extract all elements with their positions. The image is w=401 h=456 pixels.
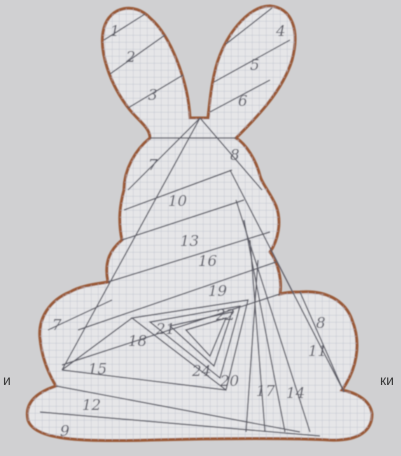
- svg-text:9: 9: [60, 422, 70, 440]
- svg-text:17: 17: [256, 382, 276, 400]
- svg-text:8: 8: [316, 314, 326, 332]
- svg-text:22: 22: [215, 306, 235, 324]
- svg-text:19: 19: [208, 282, 228, 300]
- svg-text:11: 11: [308, 342, 327, 360]
- svg-text:5: 5: [250, 56, 260, 74]
- caption-left: и: [3, 372, 11, 388]
- svg-text:15: 15: [88, 360, 107, 378]
- svg-text:24: 24: [191, 362, 211, 380]
- svg-text:16: 16: [198, 252, 218, 270]
- svg-text:6: 6: [238, 92, 248, 110]
- svg-text:8: 8: [230, 146, 240, 164]
- svg-text:12: 12: [82, 396, 101, 414]
- caption-right: ки: [380, 372, 394, 388]
- svg-text:7: 7: [148, 156, 158, 174]
- svg-text:20: 20: [219, 372, 240, 390]
- svg-text:10: 10: [168, 192, 188, 210]
- svg-text:14: 14: [286, 384, 305, 402]
- svg-text:4: 4: [275, 22, 286, 40]
- svg-text:13: 13: [180, 232, 199, 250]
- svg-text:7: 7: [52, 316, 62, 334]
- svg-text:3: 3: [148, 86, 158, 104]
- svg-text:2: 2: [125, 48, 136, 66]
- svg-text:18: 18: [128, 332, 147, 350]
- svg-text:21: 21: [155, 320, 175, 338]
- svg-text:1: 1: [110, 22, 120, 40]
